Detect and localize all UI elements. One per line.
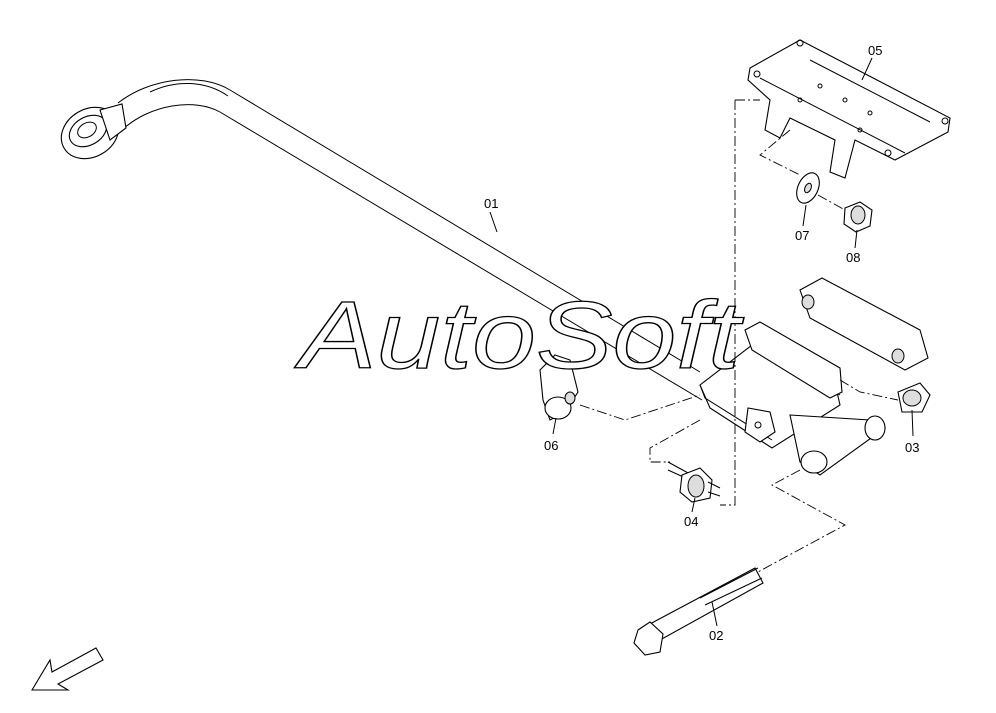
part-number-08: 08	[846, 250, 860, 265]
part-number-03: 03	[905, 440, 919, 455]
label-03: 03	[905, 409, 919, 455]
label-02: 02	[709, 601, 723, 643]
mounting-plate-part[interactable]	[747, 39, 951, 179]
label-06: 06	[544, 417, 558, 453]
stabilizer-bar-part[interactable]	[52, 79, 703, 401]
part-number-07: 07	[795, 228, 809, 243]
bolt-part[interactable]	[633, 567, 764, 656]
part-number-06: 06	[544, 438, 558, 453]
bushing-part-03[interactable]	[897, 382, 931, 413]
label-08: 08	[846, 229, 860, 265]
part-number-04: 04	[684, 514, 698, 529]
arrow-down-left-icon	[31, 647, 104, 691]
nut-part[interactable]	[843, 201, 873, 233]
washer-part[interactable]	[792, 169, 824, 206]
part-number-01: 01	[484, 196, 498, 211]
label-04: 04	[684, 497, 698, 529]
watermark: AutoSoft	[294, 282, 744, 389]
label-01: 01	[484, 196, 498, 233]
label-05: 05	[861, 43, 882, 81]
bushing-part-06[interactable]	[539, 354, 579, 421]
part-number-02: 02	[709, 628, 723, 643]
stud-part[interactable]	[667, 461, 721, 503]
part-number-05: 05	[868, 43, 882, 58]
assembly-leader-lines	[579, 99, 899, 573]
label-07: 07	[795, 204, 809, 243]
